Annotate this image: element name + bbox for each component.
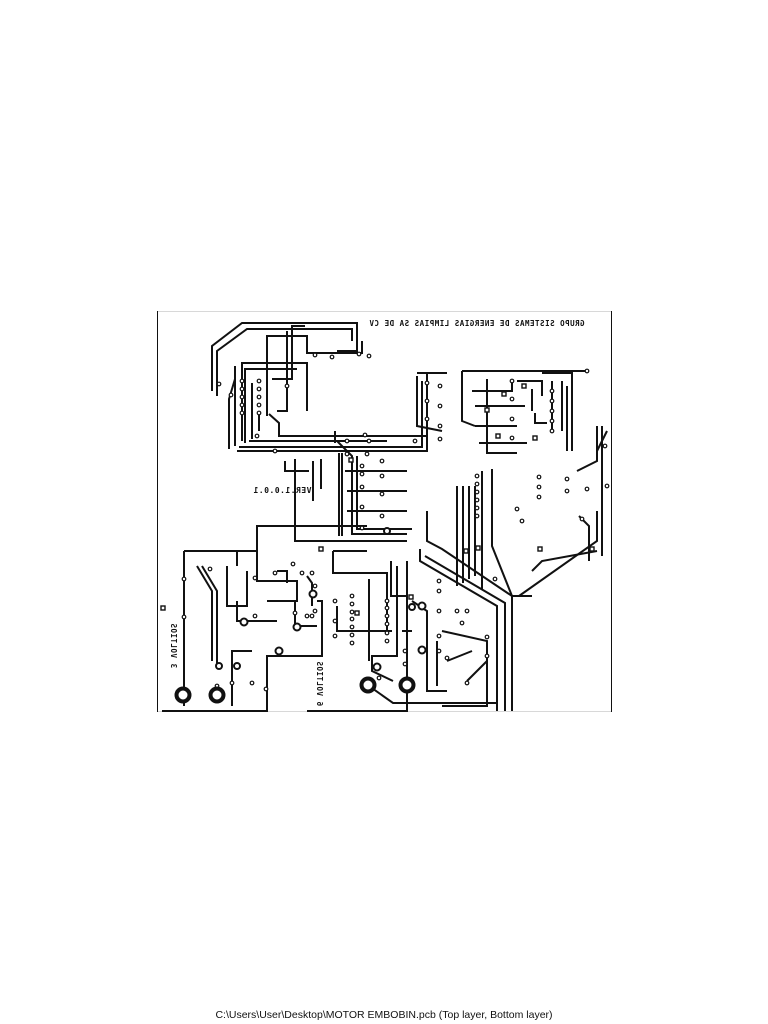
version-silkscreen-label: VER.1.0.0.1 — [253, 486, 312, 495]
board-edge-right — [611, 311, 612, 712]
pcb-board: GRUPO SISTEMAS DE ENERGIAS LIMPIAS SA DE… — [157, 311, 612, 712]
pcb-traces — [160, 322, 610, 712]
voltage-label-3v: 3 VOLTIOS — [169, 622, 179, 669]
board-edge-left — [157, 311, 158, 712]
board-edge-top — [157, 311, 612, 312]
file-path-caption: C:\Users\User\Desktop\MOTOR EMBOBIN.pcb … — [215, 1009, 553, 1021]
company-silkscreen-label: GRUPO SISTEMAS DE ENERGIAS LIMPIAS SA DE… — [369, 319, 585, 328]
voltage-label-6v: 6 VOLTIOS — [315, 660, 325, 707]
